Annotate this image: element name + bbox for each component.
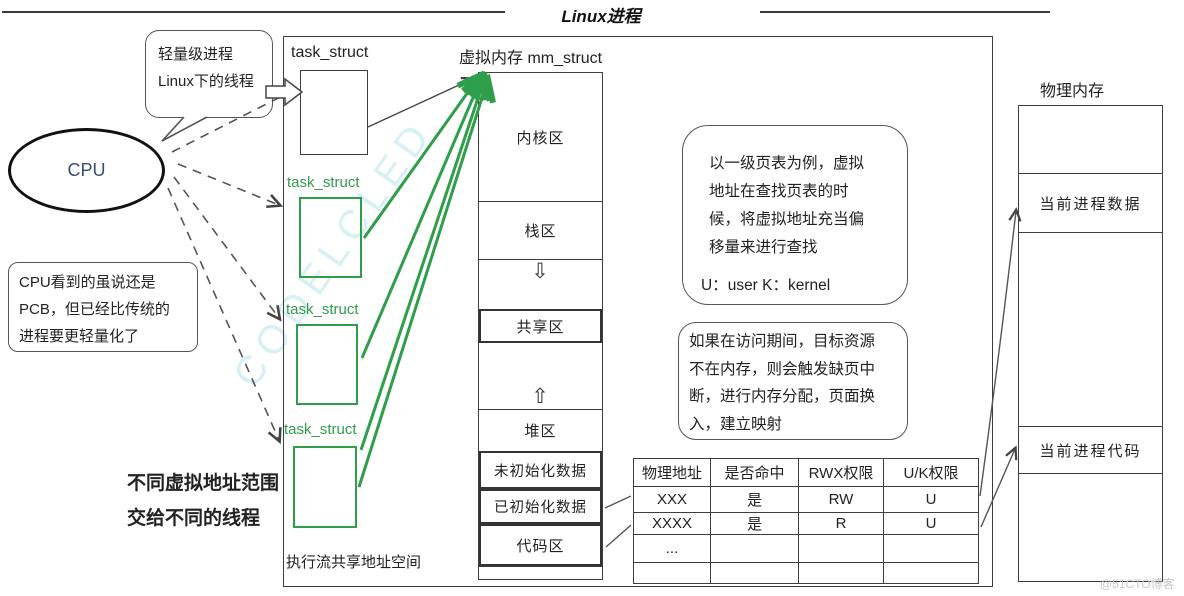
- task-struct-label-green-1: task_struct: [287, 174, 360, 191]
- phys-segment-empty-1: [1019, 106, 1162, 173]
- bubble-tail: [162, 116, 207, 141]
- purple-note-line2: 交给不同的线程: [127, 508, 261, 529]
- cpu-ellipse: CPU: [8, 128, 165, 213]
- uk-legend: U：user K：kernel: [701, 277, 831, 294]
- page-title: Linux进程: [561, 7, 641, 26]
- region-bottom-strip: [479, 566, 602, 581]
- virtual-memory-title: 虚拟内存 mm_struct: [459, 50, 603, 67]
- bubble-lightweight-process: 轻量级进程 Linux下的线程: [145, 30, 273, 118]
- purple-note-line1: 不同虚拟地址范围: [127, 473, 280, 494]
- task-struct-box-black: [300, 70, 368, 155]
- phys-segment-process-data: 当前进程数据: [1019, 173, 1162, 233]
- table-row: [633, 562, 979, 584]
- site-watermark: @51CTO博客: [1100, 577, 1175, 591]
- physical-memory-title: 物理内存: [1040, 83, 1105, 100]
- virtual-memory-map: 内核区 栈区 ⇩ 共享区 ⇧ 堆区 未初始化数据 已初始化数据 代码区: [478, 72, 603, 580]
- region-stack: 栈区: [479, 201, 602, 259]
- shared-address-space-note: 执行流共享地址空间: [286, 554, 422, 571]
- table-row: XXX 是 RW U: [633, 486, 979, 513]
- region-stack-growth: ⇩: [479, 259, 602, 309]
- region-data: 已初始化数据: [479, 489, 602, 524]
- region-kernel: 内核区: [516, 129, 565, 147]
- region-code: 代码区: [479, 524, 602, 566]
- down-arrow-icon: ⇩: [531, 260, 550, 283]
- up-arrow-icon: ⇧: [531, 385, 550, 408]
- task-struct-box-green-1: [299, 197, 362, 278]
- region-bss: 未初始化数据: [479, 451, 602, 489]
- task-struct-label-black: task_struct: [291, 44, 369, 61]
- page-table-header-row: 物理地址 是否命中 RWX权限 U/K权限: [633, 458, 979, 487]
- phys-segment-empty-2: [1019, 233, 1162, 426]
- physical-memory-box: 当前进程数据 当前进程代码: [1018, 105, 1163, 582]
- task-struct-label-green-2: task_struct: [286, 301, 359, 318]
- table-row: ...: [633, 534, 979, 563]
- region-heap: 堆区: [479, 409, 602, 451]
- cpu-label: CPU: [67, 160, 106, 180]
- task-struct-box-green-3: [293, 446, 357, 528]
- bubble-pcb-note: CPU看到的虽说还是 PCB，但已经比传统的 进程要更轻量化了: [8, 262, 198, 352]
- region-shared: 共享区: [479, 309, 602, 343]
- bubble-pagetable-explanation: 以一级页表为例，虚拟 地址在查找页表的时 候，将虚拟地址充当偏 移量来进行查找 …: [682, 125, 908, 305]
- phys-segment-process-code: 当前进程代码: [1019, 426, 1162, 474]
- table-row: XXXX 是 R U: [633, 512, 979, 535]
- task-struct-label-green-3: task_struct: [284, 421, 357, 438]
- task-struct-box-green-2: [296, 324, 358, 405]
- page-table: 物理地址 是否命中 RWX权限 U/K权限 XXX 是 RW U XXXX 是 …: [633, 458, 979, 584]
- bubble-pagefault-explanation: 如果在访问期间，目标资源 不在内存，则会触发缺页中 断，进行内存分配，页面换 入…: [678, 322, 908, 440]
- region-heap-growth: ⇧: [479, 343, 602, 409]
